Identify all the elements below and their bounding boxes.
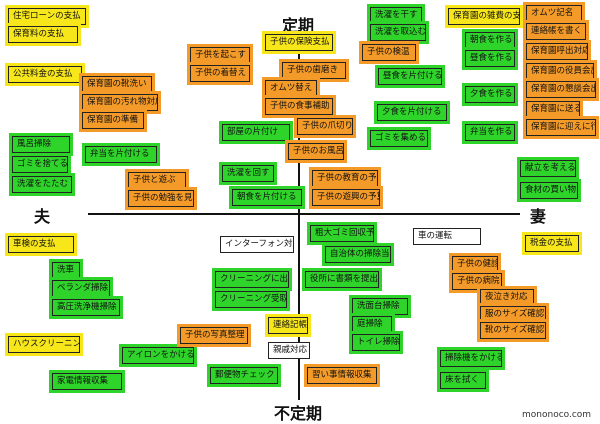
task-box: 庭掃除 xyxy=(352,316,392,333)
task-box: 税金の支払 xyxy=(525,235,579,252)
task-box: 子供の教育の予算 xyxy=(312,170,378,187)
horizontal-axis xyxy=(88,213,520,215)
task-box: 保育園の準備 xyxy=(82,112,144,129)
task-box: 弁当を片付ける xyxy=(85,146,157,163)
task-box: 部屋の片付け xyxy=(222,124,290,141)
task-box: アイロンをかける xyxy=(122,347,194,364)
task-box: 子供のお風呂 xyxy=(288,143,344,160)
task-box: 粗大ゴミ回収予約 xyxy=(310,225,374,242)
task-box: 保育園呼出対応 xyxy=(526,43,588,60)
task-box: オムツ替え xyxy=(265,80,317,97)
task-box: ゴミを捨てる xyxy=(12,156,68,173)
task-box: 子供の病院 xyxy=(452,273,502,290)
task-box: インターフォン対応 xyxy=(220,236,294,253)
task-box: 車検の支払 xyxy=(8,236,74,253)
vertical-axis xyxy=(298,30,300,400)
task-box: 役所に書類を提出 xyxy=(305,271,379,288)
task-box: 掃除機をかける xyxy=(440,350,502,367)
task-box: 洗濯を干す xyxy=(370,7,422,24)
axis-label-left: 夫 xyxy=(34,207,51,226)
task-box: 子供を起こす xyxy=(190,47,250,64)
task-box: 保育園の役員会出席 xyxy=(526,63,594,80)
task-box: クリーニング受取り xyxy=(215,291,287,308)
task-box: 昼食を作る xyxy=(465,50,515,67)
task-box: 食材の買い物 xyxy=(520,182,578,199)
task-box: 夕食を片付ける xyxy=(377,104,447,121)
task-box: 子供の着替え xyxy=(190,65,250,82)
task-box: 保育料の支払 xyxy=(8,26,78,43)
task-box: 郵便物チェック xyxy=(210,367,278,384)
task-box: 服のサイズ確認 xyxy=(480,306,546,323)
task-box: 献立を考える xyxy=(520,160,576,177)
task-box: 朝食を作る xyxy=(465,32,515,49)
task-box: 床を拭く xyxy=(440,372,486,389)
axis-label-right: 妻 xyxy=(530,207,547,226)
task-box: 連絡帳を書く xyxy=(526,23,586,40)
task-box: 子供と遊ぶ xyxy=(128,172,186,189)
task-box: 子供の食事補助 xyxy=(265,98,333,115)
task-box: 習い事情報収集 xyxy=(307,367,377,384)
task-box: 風呂掃除 xyxy=(12,136,70,153)
task-box: 洗濯を回す xyxy=(222,165,274,182)
task-box: 親戚対応 xyxy=(268,342,310,359)
task-box: 子供の検温 xyxy=(362,44,416,61)
task-box: 子供の写真整理 xyxy=(180,327,248,344)
task-box: 高圧洗浄機掃除 xyxy=(52,299,120,316)
task-box: 洗面台掃除 xyxy=(352,298,408,315)
task-box: 自治体の掃除当番 xyxy=(325,246,391,263)
task-box: 昼食を片付ける xyxy=(378,68,442,85)
task-box: 夜泣き対応 xyxy=(480,289,534,306)
task-box: 靴のサイズ確認 xyxy=(480,322,546,339)
axis-label-bottom: 不定期 xyxy=(274,404,323,423)
task-box: 公共料金の支払 xyxy=(8,66,82,83)
axis-label-top: 定期 xyxy=(282,16,315,35)
task-box: 保育園の雑費の支払 xyxy=(448,8,520,25)
task-box: 家電情報収集 xyxy=(52,373,122,390)
watermark: mononoco.com xyxy=(522,410,592,420)
task-box: 保育園の靴洗い xyxy=(82,76,152,93)
task-box: 保育園に迎えに行く xyxy=(526,119,596,136)
task-box: 洗濯を取込む xyxy=(370,24,426,41)
task-box: ゴミを集める xyxy=(370,130,428,147)
task-box: 保育園の汚れ物対応 xyxy=(82,94,158,111)
task-box: 夕食を作る xyxy=(465,86,515,103)
task-box: ハウスクリーニング発注 xyxy=(8,336,80,353)
task-box: 保育園に送る xyxy=(526,101,580,118)
task-box: ベランダ掃除 xyxy=(52,280,110,297)
task-box: 連絡記帳 xyxy=(268,317,308,334)
task-box: 子供の健診 xyxy=(452,256,498,273)
task-box: 車の運転 xyxy=(413,228,481,245)
task-box: 子供の遊興の予算 xyxy=(312,189,380,206)
task-box: 子供の爪切り xyxy=(297,118,353,135)
task-box: 住宅ローンの支払 xyxy=(8,8,86,25)
task-box: 子供の勉強を見る xyxy=(128,190,194,207)
task-box: 洗車 xyxy=(52,262,80,279)
task-box: 保育園の懇談会出席 xyxy=(526,81,596,98)
task-box: 弁当を作る xyxy=(465,124,515,141)
task-box: オムツ記名 xyxy=(526,5,582,22)
task-box: トイレ掃除 xyxy=(352,334,400,351)
task-box: 朝食を片付ける xyxy=(232,189,302,206)
task-box: 子供の歯磨き xyxy=(282,62,346,79)
task-box: 洗濯をたたむ xyxy=(12,176,72,193)
task-box: クリーニングに出す xyxy=(215,271,289,288)
task-box: 子供の保険支払 xyxy=(265,34,333,51)
